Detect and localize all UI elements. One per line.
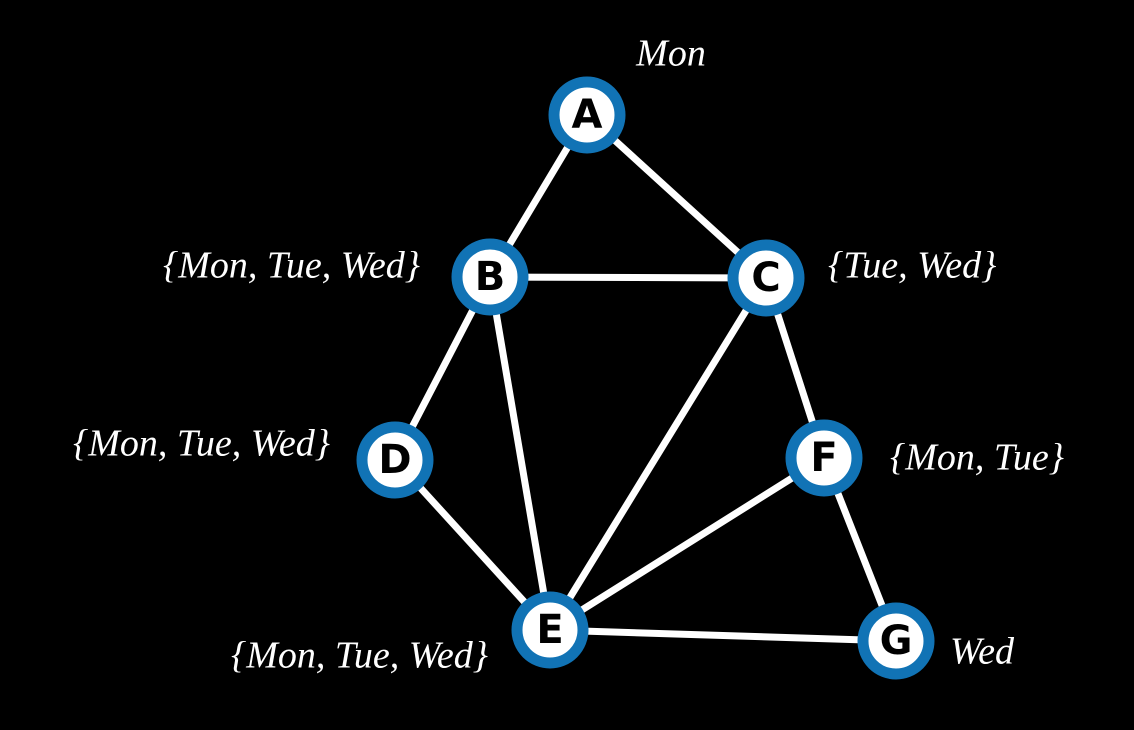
edge-A-C [583,111,770,282]
node-B: B [451,238,529,316]
edge-C-E [546,274,770,634]
node-C-letter: C [751,255,780,301]
node-G-domain-label: Wed [950,631,1015,673]
edge-B-C [486,273,770,282]
node-B-domain-label: {Mon, Tue, Wed} [163,245,420,287]
node-G-circle [857,602,935,680]
node-F-letter: F [810,435,837,481]
node-G: G [857,602,935,680]
node-B-circle [451,238,529,316]
node-B-letter: B [475,254,506,300]
node-D-domain-label: {Mon, Tue, Wed} [73,423,330,465]
node-A-circle [548,76,626,154]
node-D-letter: D [378,437,411,483]
edge-B-E [486,273,554,634]
edge-E-F [546,454,828,634]
node-E-domain-label: {Mon, Tue, Wed} [231,635,488,677]
nodes-layer: A B C D E F G [356,76,935,680]
node-C-circle [727,239,805,317]
edge-E-G [546,626,900,645]
node-C: C [727,239,805,317]
node-C-domain-label: {Tue, Wed} [828,245,996,287]
node-E-circle [511,591,589,669]
node-A: A [548,76,626,154]
node-F: F [785,419,863,497]
node-E-letter: E [536,607,563,653]
node-A-letter: A [572,92,603,138]
node-D: D [356,421,434,499]
node-A-domain-label: Mon [635,33,706,75]
node-G-letter: G [880,618,913,664]
node-D-circle [356,421,434,499]
node-E: E [511,591,589,669]
labels-layer: Mon {Mon, Tue, Wed} {Tue, Wed} {Mon, Tue, W… [73,33,1064,677]
edges-layer [391,111,900,645]
node-F-domain-label: {Mon, Tue} [890,437,1064,479]
node-F-circle [785,419,863,497]
